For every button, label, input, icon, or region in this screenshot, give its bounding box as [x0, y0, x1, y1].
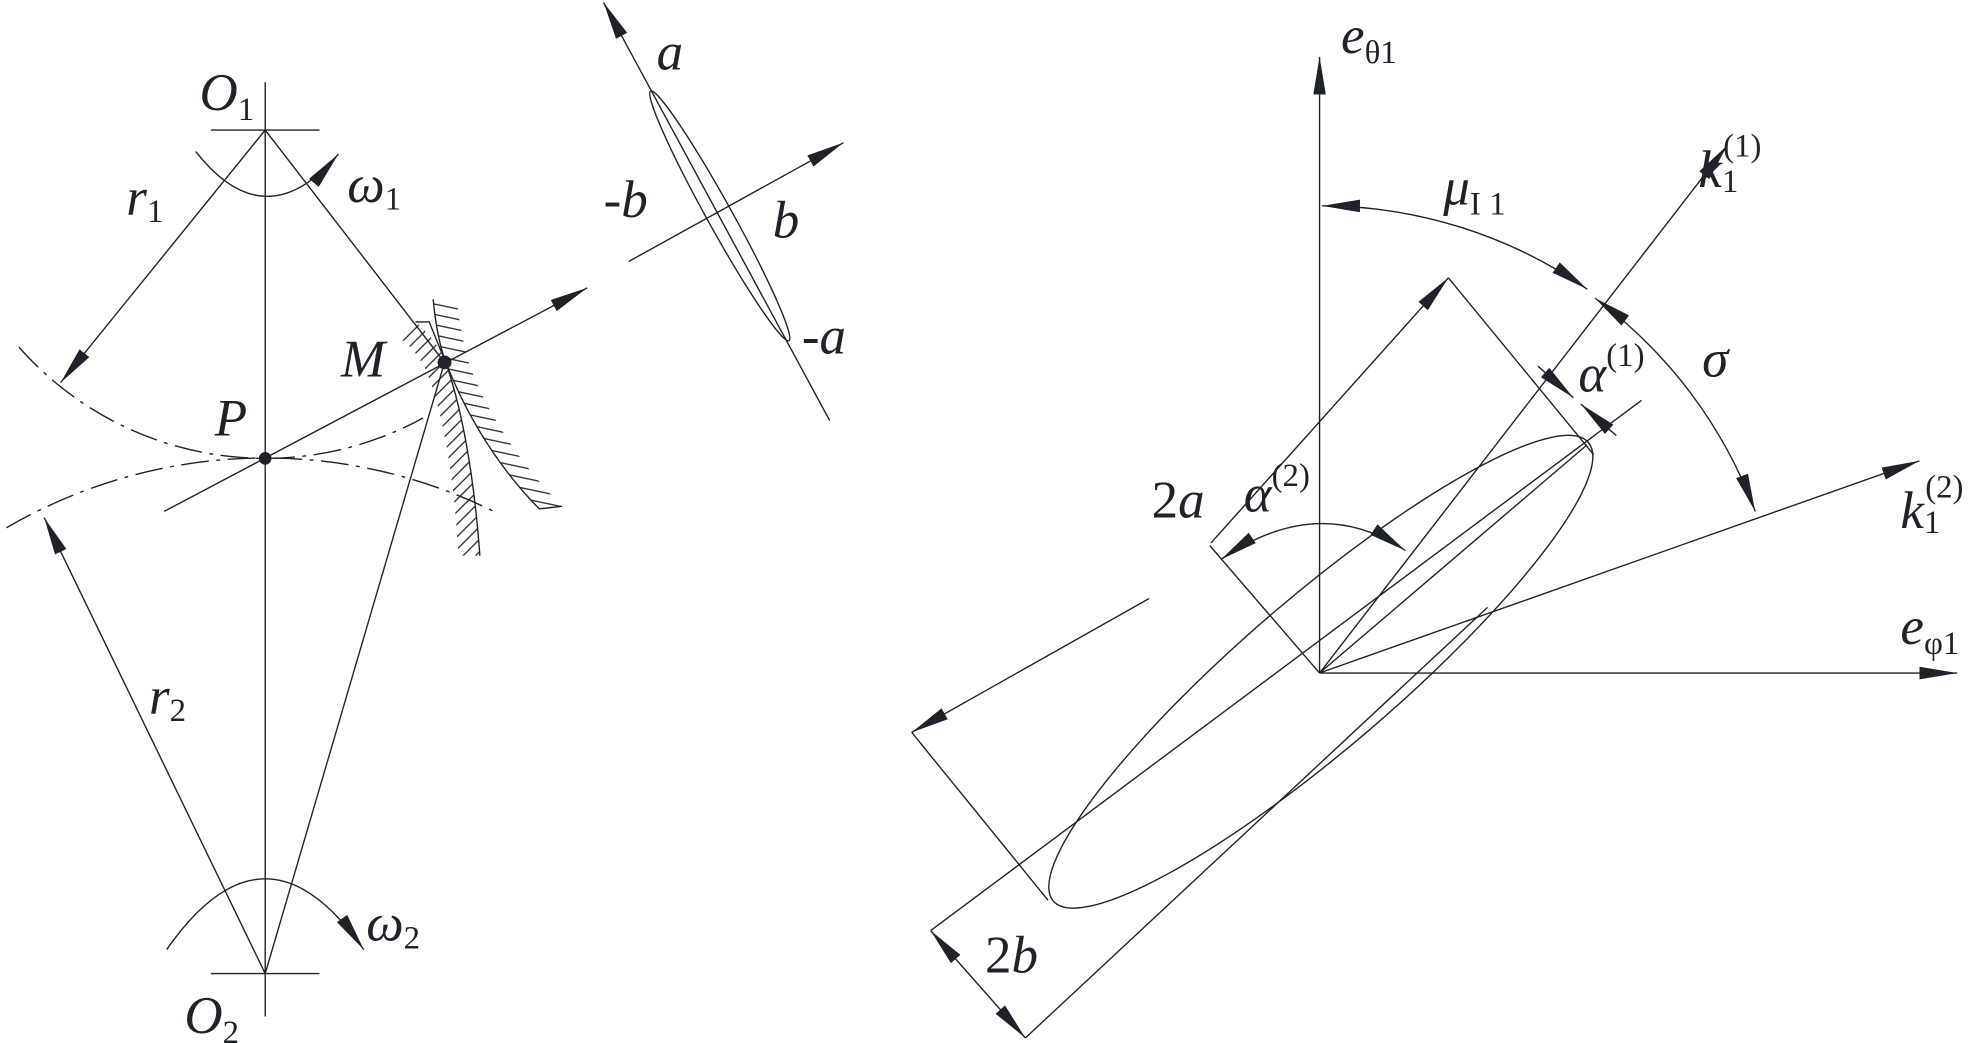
contact-ellipse: [649, 90, 791, 342]
tooth-profile-2-hatch: [400, 321, 480, 556]
k1-2-axis: [1319, 460, 1920, 674]
dim-2a-arrow-upper: [1210, 277, 1449, 544]
omega2-arc-arrow: [166, 878, 365, 950]
label-o2: O2: [184, 987, 239, 1043]
contact-ellipse-figure: a -a b -b: [602, 2, 846, 421]
pitch-circle-2: [5, 457, 500, 529]
label-k1-1: k1(1): [1698, 129, 1761, 200]
tooth-profile-1: [432, 299, 563, 510]
ray-to-ellipse: [1319, 445, 1587, 674]
extension-line-top: [1447, 277, 1595, 456]
label-sigma: σ: [1702, 330, 1730, 388]
mu-arc-arrow: [1322, 199, 1588, 290]
sigma-arc-arrow: [1594, 297, 1756, 512]
label-omega2: ω2: [366, 895, 420, 957]
k1-1-axis: [1319, 144, 1728, 674]
pitch-circle-1: [18, 346, 424, 460]
omega1-arc-arrow: [195, 151, 339, 197]
label-2b: 2b: [985, 926, 1038, 984]
label-e-phi: eφ1: [1900, 598, 1959, 662]
label-mu: μI 1: [1442, 159, 1505, 223]
label-r2: r2: [149, 667, 186, 729]
label-m: M: [340, 330, 388, 388]
major-tangent-line: [930, 399, 1642, 932]
label-e-theta: eθ1: [1341, 7, 1397, 71]
label-r1: r1: [126, 169, 163, 231]
label-minus-b: -b: [604, 171, 648, 229]
alpha1-arrow-1: [1537, 365, 1574, 399]
label-b: b: [773, 191, 800, 249]
r2-arrow: [43, 517, 266, 974]
label-p: P: [214, 390, 247, 448]
gear-pair-figure: O1 O2 ω1 ω2 r1 r2 P M: [5, 64, 588, 1043]
tooth-profile-2: [415, 321, 481, 556]
extension-line-bottom: [911, 731, 1049, 901]
point-p: [258, 452, 272, 465]
dim-2b-arrow: [930, 930, 1026, 1039]
label-omega1: ω1: [347, 156, 401, 218]
alpha2-arc-arrow: [1220, 522, 1406, 560]
alpha2-extension-line: [1209, 545, 1321, 674]
line-of-action-arrow: [163, 287, 588, 513]
minor-tangent-line: [1024, 606, 1488, 1039]
alpha1-arrow-2: [1580, 403, 1617, 437]
minor-axis-arrow: [628, 142, 844, 262]
label-2a: 2a: [1152, 472, 1205, 530]
label-alpha1: α(1): [1578, 338, 1644, 403]
o2-m-line: [264, 362, 446, 974]
dim-2a-arrow-lower: [911, 597, 1150, 733]
tooth-profile-1-hatch: [433, 299, 562, 509]
ellipse-frame-figure: eθ1 eφ1 μI 1 k1(1) k1(2) σ α(1) α(2) 2a …: [911, 7, 1963, 1039]
major-axis-arrow: [602, 2, 831, 421]
label-k1-2: k1(2): [1900, 470, 1963, 541]
r1-arrow: [60, 129, 266, 384]
point-m: [437, 355, 452, 370]
label-minus-a: -a: [802, 308, 846, 366]
contact-ellipse-rotated: [1048, 434, 1594, 909]
label-alpha2: α(2): [1244, 458, 1310, 523]
label-a: a: [657, 23, 684, 81]
label-o1: O1: [200, 64, 255, 128]
